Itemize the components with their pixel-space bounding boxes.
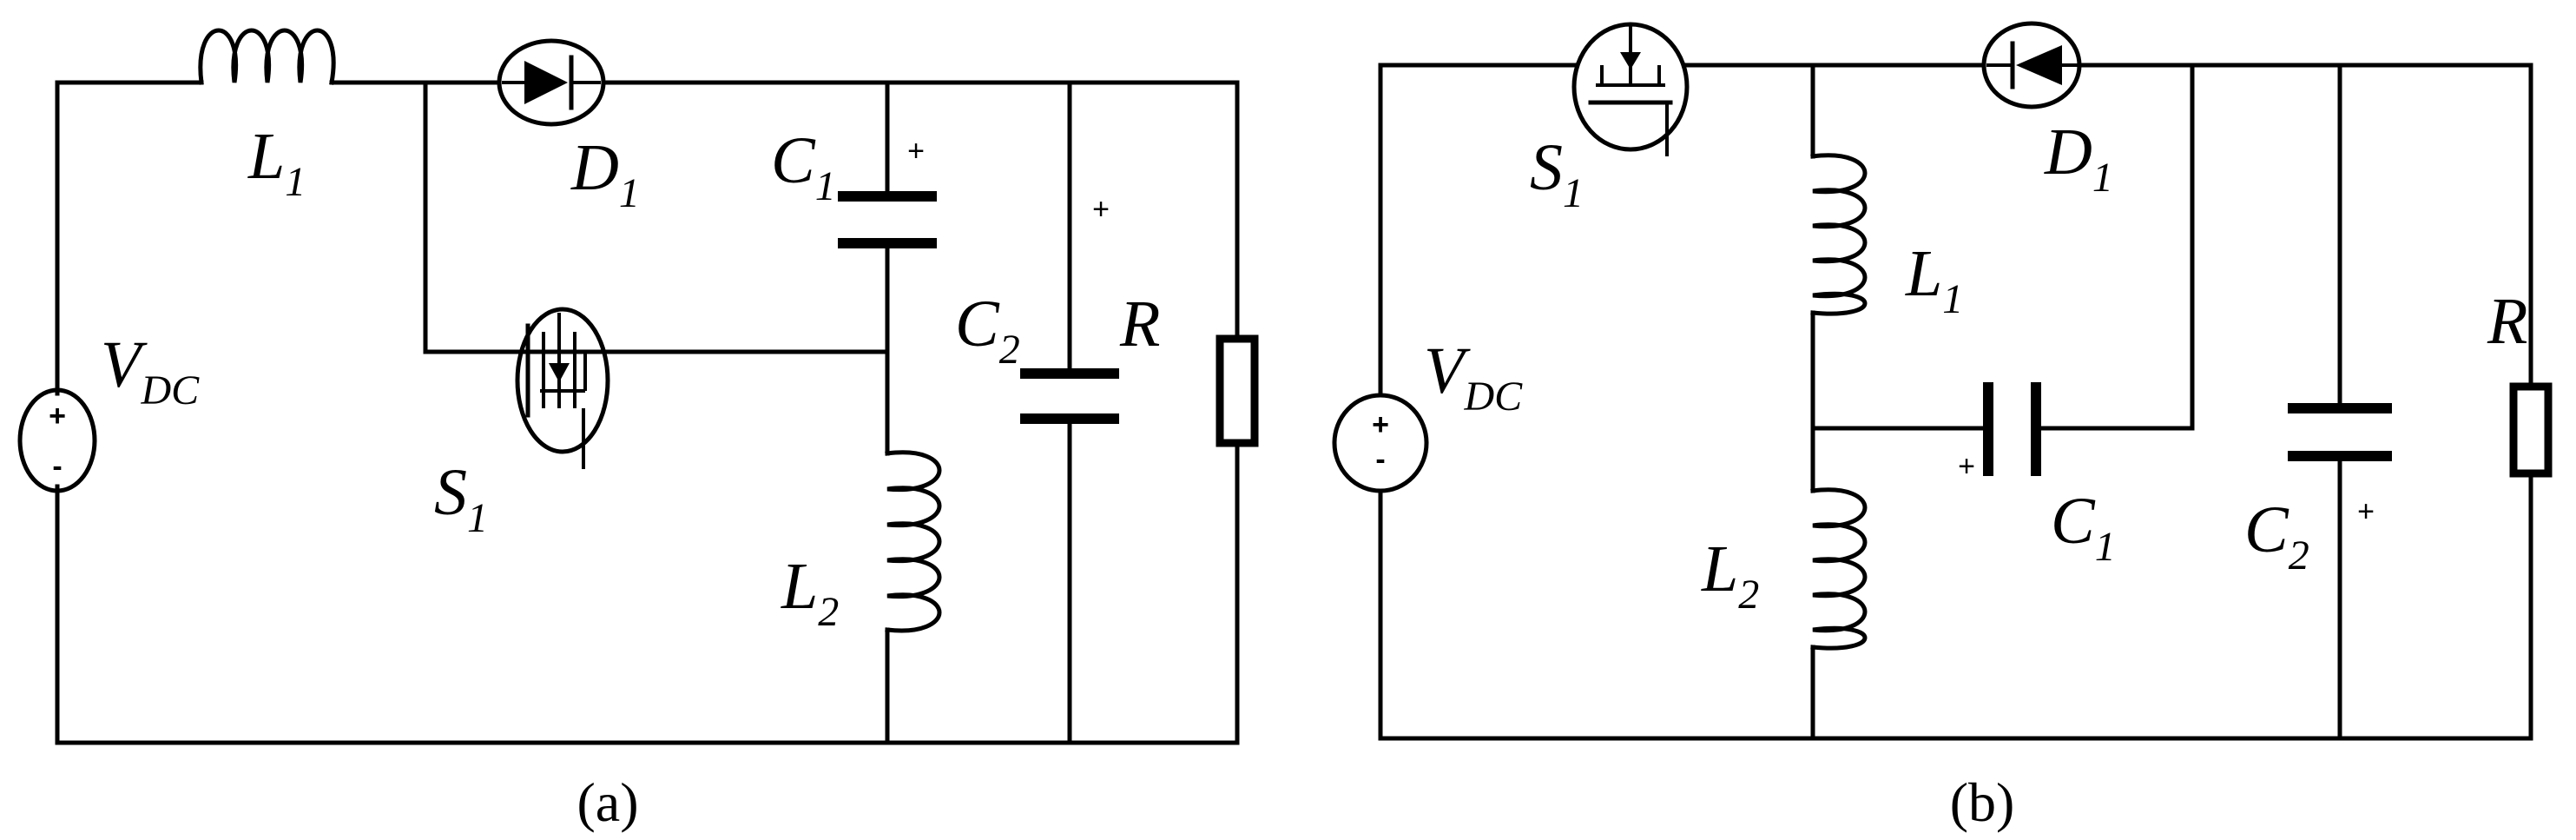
circuit-b: + - VDC S1 D1 L1 <box>1332 21 2553 833</box>
label-d1-b: D1 <box>2044 116 2113 201</box>
inductor-l1-a: L1 <box>198 28 336 205</box>
c2-polarity-a: + <box>1092 193 1110 226</box>
mosfet-s1-a: S1 <box>434 307 610 541</box>
circuit-a: + - VDC L1 D1 + C1 + <box>17 28 1259 833</box>
label-l1-a: L1 <box>247 120 306 205</box>
diode-d1-a: D1 <box>497 38 640 216</box>
label-vdc-a: VDC <box>101 328 200 413</box>
circuit-b-wires <box>1378 63 2533 741</box>
dc-source-a: + - VDC <box>17 328 200 493</box>
label-r-a: R <box>1119 288 1160 360</box>
label-vdc-b: VDC <box>1424 334 1523 420</box>
label-s1-a: S1 <box>434 456 488 541</box>
capacitor-c2-b: + C2 <box>2244 403 2392 579</box>
caption-a: (a) <box>576 771 638 833</box>
diode-d1-b: D1 <box>1981 21 2113 201</box>
source-plus-sign: + <box>1372 408 1389 441</box>
inductor-l2-a: L2 <box>781 450 942 635</box>
c1-polarity-a: + <box>907 135 925 168</box>
label-c2-a: C2 <box>955 288 1020 373</box>
mosfet-s1-b: S1 <box>1530 22 1690 216</box>
inductor-l1-b: L1 <box>1810 153 1963 322</box>
source-plus-sign: + <box>49 400 66 433</box>
label-l2-b: L2 <box>1701 532 1759 618</box>
source-minus-sign: - <box>1375 443 1385 476</box>
capacitor-c2-a: + C2 <box>955 193 1119 424</box>
label-c2-b: C2 <box>2244 493 2309 579</box>
label-l2-a: L2 <box>781 550 839 635</box>
capacitor-c1-b: + C1 <box>1958 382 2116 570</box>
capacitor-c1-a: + C1 <box>771 124 937 248</box>
label-c1-a: C1 <box>771 124 836 209</box>
dc-source-b: + - VDC <box>1332 334 1523 493</box>
resistor-r-b: R <box>2487 285 2553 478</box>
caption-b: (b) <box>1950 771 2015 833</box>
resistor-r-a: R <box>1119 288 1259 447</box>
c1-polarity-b: + <box>1958 450 1975 483</box>
circuit-a-wires <box>55 80 1240 745</box>
c2-polarity-b: + <box>2357 495 2375 528</box>
label-l1-b: L1 <box>1905 237 1963 322</box>
inductor-l2-b: L2 <box>1701 487 1868 651</box>
source-minus-sign: - <box>52 450 62 483</box>
label-d1-a: D1 <box>570 131 640 216</box>
label-c1-b: C1 <box>2051 485 2116 570</box>
label-s1-b: S1 <box>1530 131 1584 216</box>
label-r-b: R <box>2487 285 2527 358</box>
